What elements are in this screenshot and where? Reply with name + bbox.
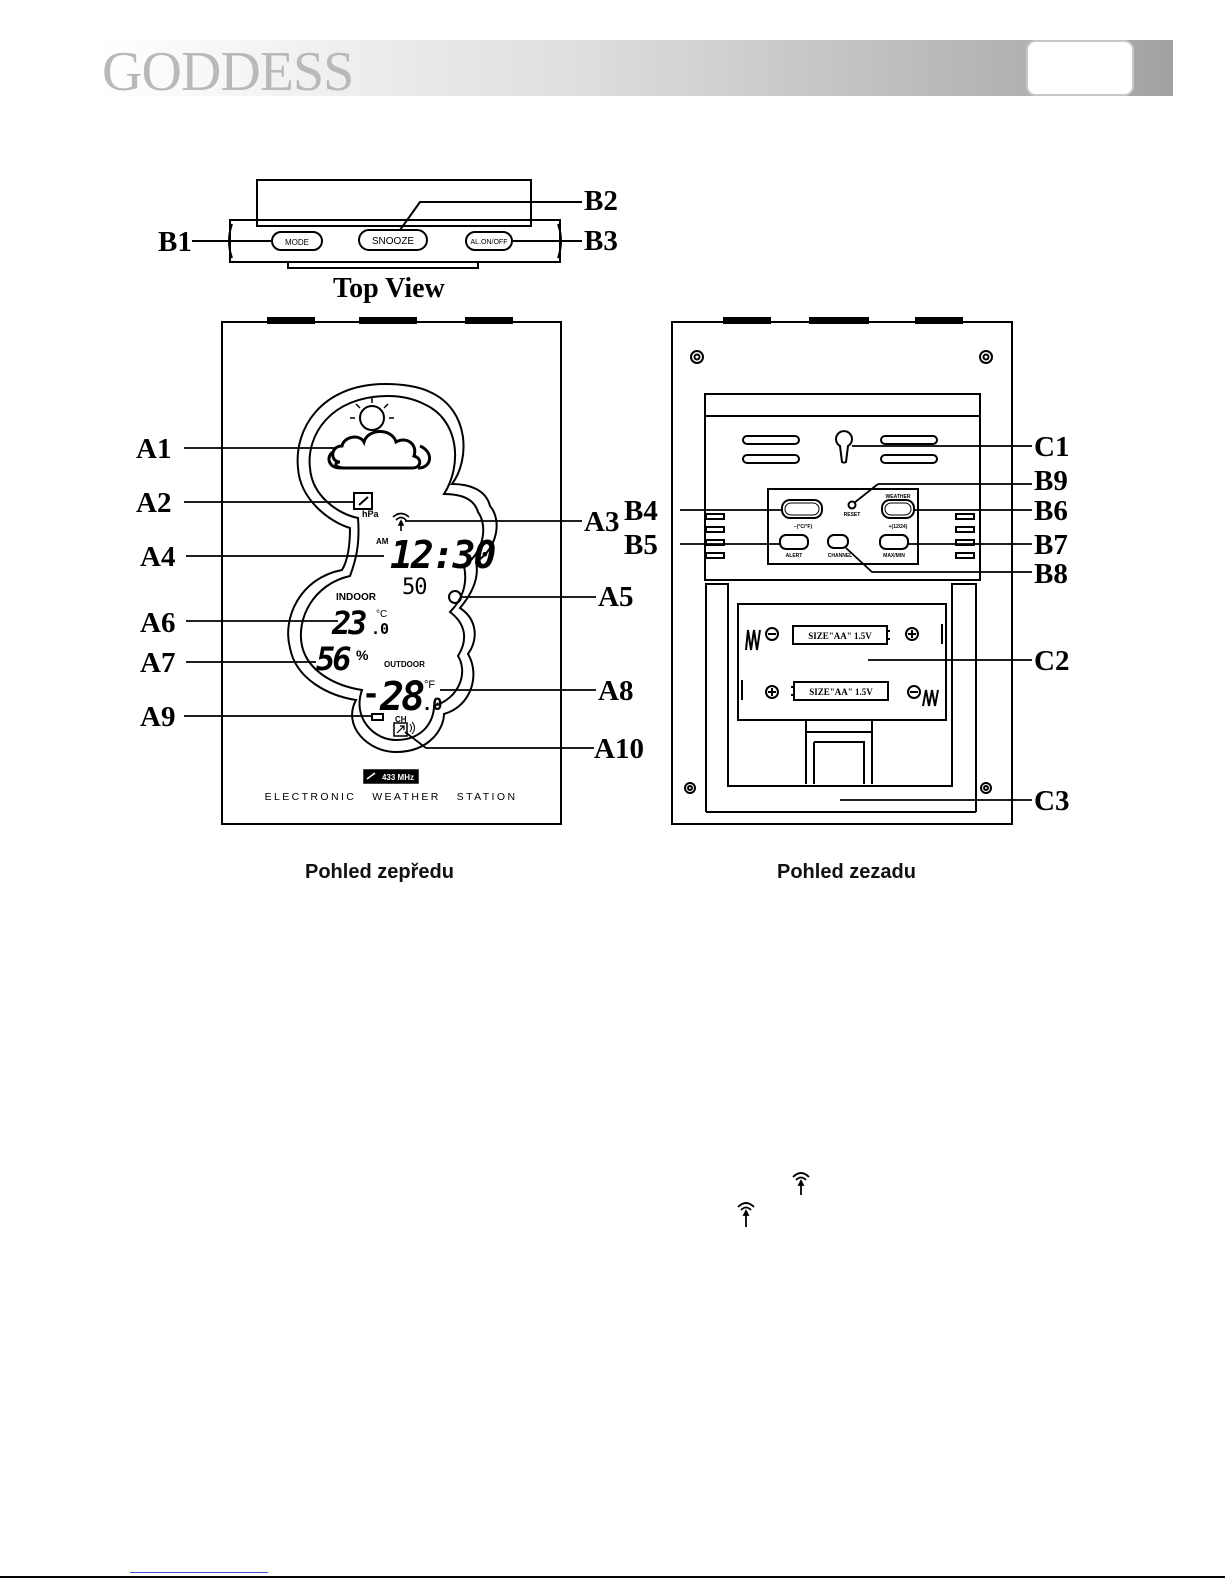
back-view-caption: Pohled zezadu: [777, 861, 916, 883]
top-view-title: Top View: [333, 273, 446, 304]
callout-A1: A1: [136, 433, 171, 465]
svg-text:RESET: RESET: [844, 512, 861, 518]
weather-station-diagram: MODE SNOOZE AL.ON/OFF B1 B2 B3 Top View: [136, 179, 1069, 825]
footer-rule: [0, 1576, 1225, 1578]
goddess-logo: GODDESS: [102, 41, 354, 103]
footer-link-underline: [130, 1572, 268, 1573]
low-battery-icon: [371, 713, 384, 721]
front-view-caption: Pohled zepředu: [305, 861, 454, 883]
callout-C2: C2: [1034, 645, 1069, 677]
svg-text:CHANNEL: CHANNEL: [828, 553, 852, 559]
page-number-box: [1026, 40, 1134, 96]
battery-compartment: [705, 583, 977, 813]
clock-time: 12:30: [390, 533, 496, 577]
svg-text:MAX/MIN: MAX/MIN: [883, 553, 905, 559]
callout-B7: B7: [1034, 529, 1068, 561]
svg-text:WEATHER: WEATHER: [886, 494, 911, 500]
max-min-button[interactable]: [879, 534, 909, 550]
callout-A5: A5: [598, 581, 633, 613]
callout-B5: B5: [624, 529, 658, 561]
callout-A7: A7: [140, 647, 175, 679]
back-button-labels: −(°C/°F) RESET WEATHER +(12/24) ALERT CH…: [786, 494, 911, 559]
callout-B3: B3: [584, 225, 618, 257]
battery-label-2: SIZE"AA" 1.5V: [809, 687, 873, 697]
indoor-label: INDOOR: [336, 592, 377, 603]
alert-button[interactable]: [779, 534, 809, 550]
callout-B8: B8: [1034, 558, 1068, 590]
header-gradient-band: [100, 40, 1173, 96]
indoor-temp-decimal: .0: [371, 620, 389, 638]
callout-A10: A10: [594, 733, 644, 765]
outdoor-temp-unit: °F: [424, 679, 435, 691]
front-view-leaders: [184, 447, 596, 749]
callout-B9: B9: [1034, 465, 1068, 497]
svg-text:AL.ON/OFF: AL.ON/OFF: [471, 239, 508, 246]
channel-button[interactable]: [827, 534, 849, 549]
callout-B2: B2: [584, 185, 618, 217]
unit-toggle-button[interactable]: [781, 499, 823, 519]
indoor-temp-unit: °C: [376, 609, 387, 620]
device-name-label: ELECTRONIC WEATHER STATION: [265, 791, 518, 803]
weather-button[interactable]: [881, 499, 915, 519]
callout-A3: A3: [584, 506, 619, 538]
front-view: [221, 317, 562, 825]
outdoor-label: OUTDOOR: [384, 660, 425, 669]
indoor-temperature: 23: [331, 604, 366, 642]
frequency-badge: 433 MHz: [363, 769, 419, 784]
radio-signal-icon: [392, 512, 410, 531]
am-indicator: AM: [376, 537, 389, 546]
back-view: [671, 317, 1013, 825]
pressure-trend-icon: hPa: [353, 492, 380, 519]
back-buttons: [779, 499, 915, 550]
alarm-indicator-icon: [448, 590, 462, 604]
svg-text:ALERT: ALERT: [786, 553, 803, 559]
channel-indicator: CH: [393, 715, 415, 737]
svg-text:CH: CH: [395, 715, 407, 724]
snooze-button[interactable]: SNOOZE: [358, 229, 428, 251]
callout-C1: C1: [1034, 431, 1069, 463]
callout-A8: A8: [598, 675, 633, 707]
outdoor-sign: -: [362, 677, 380, 712]
callout-B6: B6: [1034, 495, 1068, 527]
svg-text:+(12/24): +(12/24): [889, 524, 908, 530]
callout-B4: B4: [624, 495, 658, 527]
callout-A2: A2: [136, 487, 171, 519]
top-view: MODE SNOOZE AL.ON/OFF: [228, 179, 562, 269]
outdoor-temperature: 28: [379, 674, 424, 720]
callout-C3: C3: [1034, 785, 1069, 817]
svg-text:SNOOZE: SNOOZE: [372, 236, 415, 247]
humidity-unit: %: [356, 647, 369, 663]
callout-A9: A9: [140, 701, 175, 733]
svg-text:−(°C/°F): −(°C/°F): [794, 524, 813, 530]
svg-text:GODDESS: GODDESS: [102, 41, 353, 103]
signal-icon: [737, 1202, 755, 1227]
indoor-humidity: 56: [316, 640, 351, 678]
alarm-toggle-button[interactable]: AL.ON/OFF: [465, 231, 513, 251]
callout-B1: B1: [158, 226, 192, 258]
mode-button[interactable]: MODE: [271, 231, 323, 251]
clock-seconds: 50: [402, 575, 427, 600]
callout-A6: A6: [140, 607, 175, 639]
top-view-leaders: [192, 201, 582, 242]
reset-button[interactable]: [847, 500, 857, 510]
svg-text:hPa: hPa: [362, 509, 380, 519]
weather-forecast-icon: [327, 398, 431, 470]
signal-icon: [792, 1172, 810, 1195]
svg-text:433 MHz: 433 MHz: [382, 773, 414, 782]
outdoor-temp-decimal: .0: [422, 695, 442, 715]
back-view-leaders: [680, 445, 1032, 801]
svg-text:MODE: MODE: [285, 238, 309, 247]
callout-A4: A4: [140, 541, 175, 573]
battery-label-1: SIZE"AA" 1.5V: [808, 631, 872, 641]
